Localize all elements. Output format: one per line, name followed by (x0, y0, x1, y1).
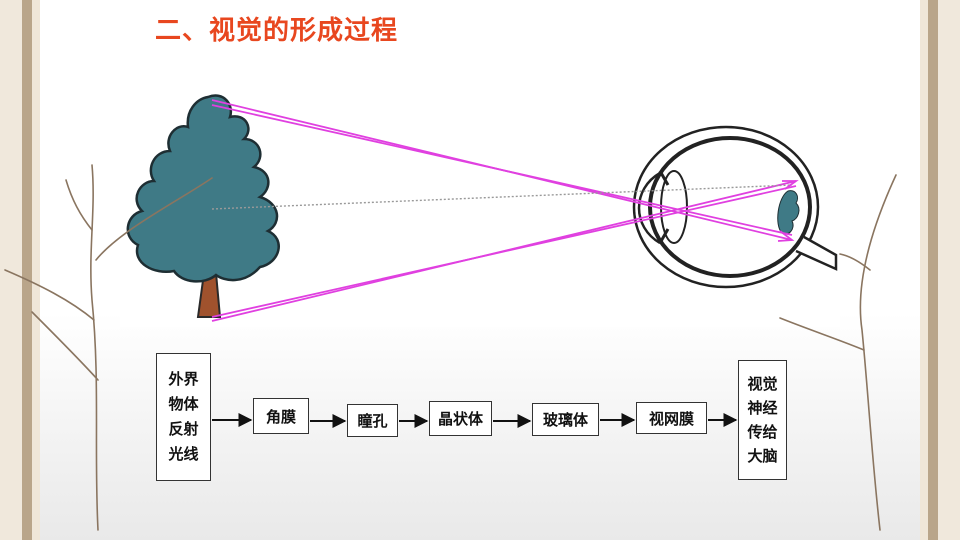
border-stripe-right-dark (928, 0, 938, 540)
border-stripe-left-dark (22, 0, 32, 540)
flow-box-pupil-label: 瞳孔 (357, 412, 388, 430)
flow-box-brain: 视觉 神经 传给 大脑 (738, 360, 787, 480)
optic-nerve (795, 235, 838, 271)
border-stripe-right (938, 0, 960, 540)
flow-box-brain-line-2: 神经 (747, 399, 778, 417)
flow-box-brain-line-1: 视觉 (747, 375, 778, 393)
vision-illustration (120, 85, 840, 327)
eyeball-inner (648, 136, 812, 278)
flow-box-lens-label: 晶状体 (437, 410, 483, 428)
flow-box-lens: 晶状体 (429, 401, 492, 436)
flow-box-light-source-line-4: 光线 (168, 445, 199, 463)
flow-box-light-source: 外界 物体 反射 光线 (156, 353, 211, 481)
slide-title: 二、视觉的形成过程 (155, 16, 399, 46)
ray-bottom-2 (211, 185, 797, 318)
flow-box-brain-line-3: 传给 (747, 423, 778, 441)
ray-top-2 (211, 104, 793, 236)
flow-box-vitreous: 玻璃体 (532, 403, 599, 436)
ray-arrowhead-bottom (782, 180, 799, 190)
border-stripe-right-light (920, 0, 928, 540)
cornea (637, 171, 661, 245)
flow-box-retina-label: 视网膜 (648, 409, 694, 428)
flow-box-light-source-line-1: 外界 (168, 370, 199, 388)
flow-box-retina: 视网膜 (636, 402, 707, 434)
retina-image (777, 190, 800, 235)
tree-crown (126, 94, 280, 283)
flow-box-cornea-label: 角膜 (265, 407, 296, 426)
border-stripe-left-light (32, 0, 40, 540)
flow-box-light-source-line-3: 反射 (168, 420, 199, 438)
flow-box-vitreous-label: 玻璃体 (542, 411, 588, 429)
flow-box-pupil: 瞳孔 (347, 404, 398, 437)
light-rays (211, 99, 799, 322)
iris (658, 170, 670, 244)
eyeball-outer (632, 125, 820, 289)
ray-arrowhead-top (777, 230, 795, 242)
flow-box-brain-line-4: 大脑 (747, 447, 778, 465)
flow-box-cornea: 角膜 (253, 398, 309, 434)
flow-box-light-source-line-2: 物体 (168, 395, 199, 413)
ray-center (211, 184, 793, 210)
border-stripe-left (0, 0, 22, 540)
